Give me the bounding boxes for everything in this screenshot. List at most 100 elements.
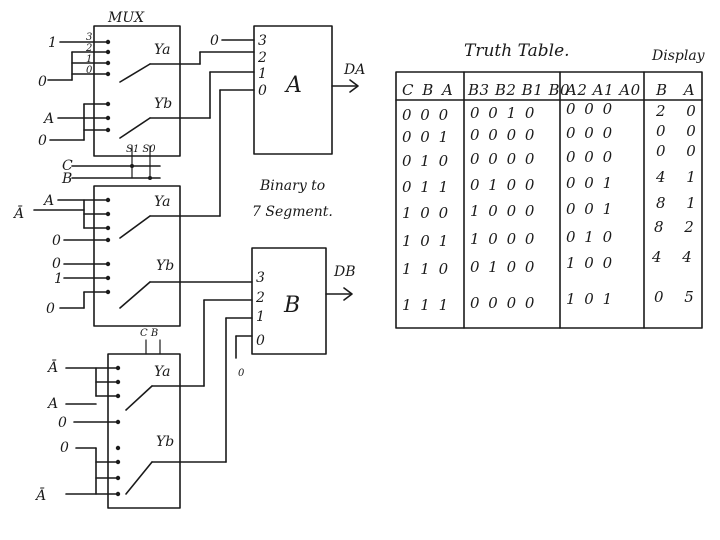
mux-3-input-1: Ā [46, 358, 58, 376]
select-input-c: C [62, 158, 73, 174]
row-2-a: 0 0 0 [566, 124, 614, 142]
mux-3-input-4: 0 [60, 440, 69, 456]
select-input-b: B [61, 171, 72, 187]
display-a-pin-3: 3 [258, 33, 267, 49]
display-title: Display [651, 48, 706, 64]
row-1-display: 2 0 [655, 102, 704, 120]
table-row: 1 1 1 0 0 0 0 1 0 1 0 5 [402, 288, 702, 314]
mux-1-input-3: A [42, 111, 54, 127]
header-a-bits: A2 A1 A0 [564, 81, 641, 99]
row-8-a: 1 0 1 [566, 290, 614, 308]
table-row: 0 1 1 0 1 0 0 0 0 1 4 1 [402, 168, 704, 196]
mux-2-input-3: 0 [52, 233, 61, 249]
row-2-inputs: 0 0 1 [402, 128, 450, 146]
table-row: 0 0 0 0 0 1 0 0 0 0 2 0 [402, 100, 704, 124]
mux-2-switch-b [119, 281, 151, 309]
mux-3-body [107, 353, 181, 509]
row-7-a: 1 0 0 [566, 254, 614, 272]
mux-1-pin-0: 0 [86, 65, 93, 76]
row-6-inputs: 1 0 1 [402, 232, 450, 250]
mux-1-input-4: 0 [38, 133, 47, 149]
display-b-const-input: 0 [238, 368, 245, 379]
mux-1-select: S1 S0 [126, 144, 156, 155]
truth-table: Truth Table. Display C B A B3 B2 B1 B0 A… [395, 41, 706, 329]
display-b-pin-3: 3 [256, 270, 265, 286]
converter-note-line-2: 7 Segment. [252, 204, 333, 220]
display-b-output: DB [333, 264, 356, 280]
mux-2-switch-a [119, 215, 151, 239]
row-4-b: 0 1 0 0 [470, 176, 536, 194]
mux-3-out-a: Ya [154, 364, 171, 380]
mux-3: C B Ā A 0 0 Ā Ya Yb [34, 328, 181, 509]
table-row: 1 0 0 1 0 0 0 0 0 1 8 1 [402, 194, 704, 222]
table-row: 0 1 0 0 0 0 0 0 0 0 0 0 [402, 142, 704, 170]
row-6-display: 8 2 [654, 218, 702, 236]
row-8-inputs: 1 1 1 [402, 296, 450, 314]
mux-2-input-6: 0 [46, 301, 55, 317]
mux-1-switch-a [119, 63, 151, 83]
display-a: 3 2 1 0 A 0 DA [210, 25, 365, 155]
row-6-b: 1 0 0 0 [470, 230, 536, 248]
display-b: 3 2 1 0 B 0 DB [238, 247, 356, 379]
row-3-inputs: 0 1 0 [402, 152, 450, 170]
mux-1-out-b: Yb [154, 96, 172, 112]
mux-2-input-2: Ā [12, 204, 24, 222]
mux-3-input-2: A [46, 396, 58, 412]
truth-table-frame [395, 71, 703, 329]
row-1-a: 0 0 0 [566, 100, 614, 118]
mux-1-out-a: Ya [154, 42, 171, 58]
display-a-pin-0: 0 [258, 83, 267, 99]
mux-1-body [93, 25, 181, 157]
mux-2-input-1: A [42, 193, 54, 209]
mux-1-pin-2: 2 [85, 43, 92, 54]
select-lines: C B [61, 145, 161, 187]
mux-3-select: C B [140, 328, 158, 339]
row-1-b: 0 0 1 0 [470, 104, 536, 122]
row-5-display: 8 1 [656, 194, 704, 212]
mux-1-input-1: 1 [48, 35, 57, 51]
header-inputs: C B A [402, 81, 455, 99]
display-b-pin-2: 2 [255, 290, 265, 306]
row-3-a: 0 0 0 [566, 148, 614, 166]
converter-note: Binary to 7 Segment. [252, 178, 333, 220]
display-a-label: A [284, 73, 302, 98]
row-4-a: 0 0 1 [566, 174, 614, 192]
table-row: 1 0 1 1 0 0 0 0 1 0 8 2 [402, 218, 702, 250]
row-4-display: 4 1 [655, 168, 704, 186]
row-8-display: 0 5 [654, 288, 702, 306]
mux-1-switch-b [119, 117, 151, 139]
row-5-inputs: 1 0 0 [402, 204, 450, 222]
truth-table-title: Truth Table. [464, 41, 570, 61]
row-5-b: 1 0 0 0 [470, 202, 536, 220]
display-a-const-input: 0 [210, 33, 219, 49]
mux-2-out-a: Ya [154, 194, 171, 210]
row-8-b: 0 0 0 0 [470, 294, 536, 312]
converter-note-line-1: Binary to [259, 178, 325, 194]
row-7-display: 4 4 [651, 248, 700, 266]
row-3-b: 0 0 0 0 [470, 150, 536, 168]
mux-3-input-3: 0 [58, 415, 67, 431]
mux-2-input-5: 1 [54, 271, 63, 287]
header-display: B A [655, 81, 701, 99]
mux-2-out-b: Yb [156, 258, 174, 274]
table-row: 1 1 0 0 1 0 0 1 0 0 4 4 [402, 248, 700, 278]
display-b-label: B [283, 293, 300, 318]
display-b-pin-1: 1 [256, 309, 265, 325]
display-b-body [251, 247, 327, 355]
mux-3-input-5: Ā [34, 486, 46, 504]
row-2-display: 0 0 [656, 122, 704, 140]
mux-1-pin-1: 1 [86, 54, 92, 65]
mux-2-input-4: 0 [52, 256, 61, 272]
row-7-inputs: 1 1 0 [402, 260, 450, 278]
row-5-a: 0 0 1 [566, 200, 614, 218]
mux-1-input-2: 0 [38, 74, 47, 90]
row-3-display: 0 0 [656, 142, 704, 160]
mux-3-out-b: Yb [156, 434, 174, 450]
mux-3-switch-b [125, 461, 153, 495]
mux-1: MUX 3 2 1 0 1 0 A 0 Ya [38, 10, 181, 157]
mux-2: A Ā 0 0 1 0 Ya Yb [12, 185, 181, 327]
routing-wires [179, 39, 255, 463]
display-a-body [253, 25, 333, 155]
header-b-bits: B3 B2 B1 B0 [467, 81, 570, 99]
